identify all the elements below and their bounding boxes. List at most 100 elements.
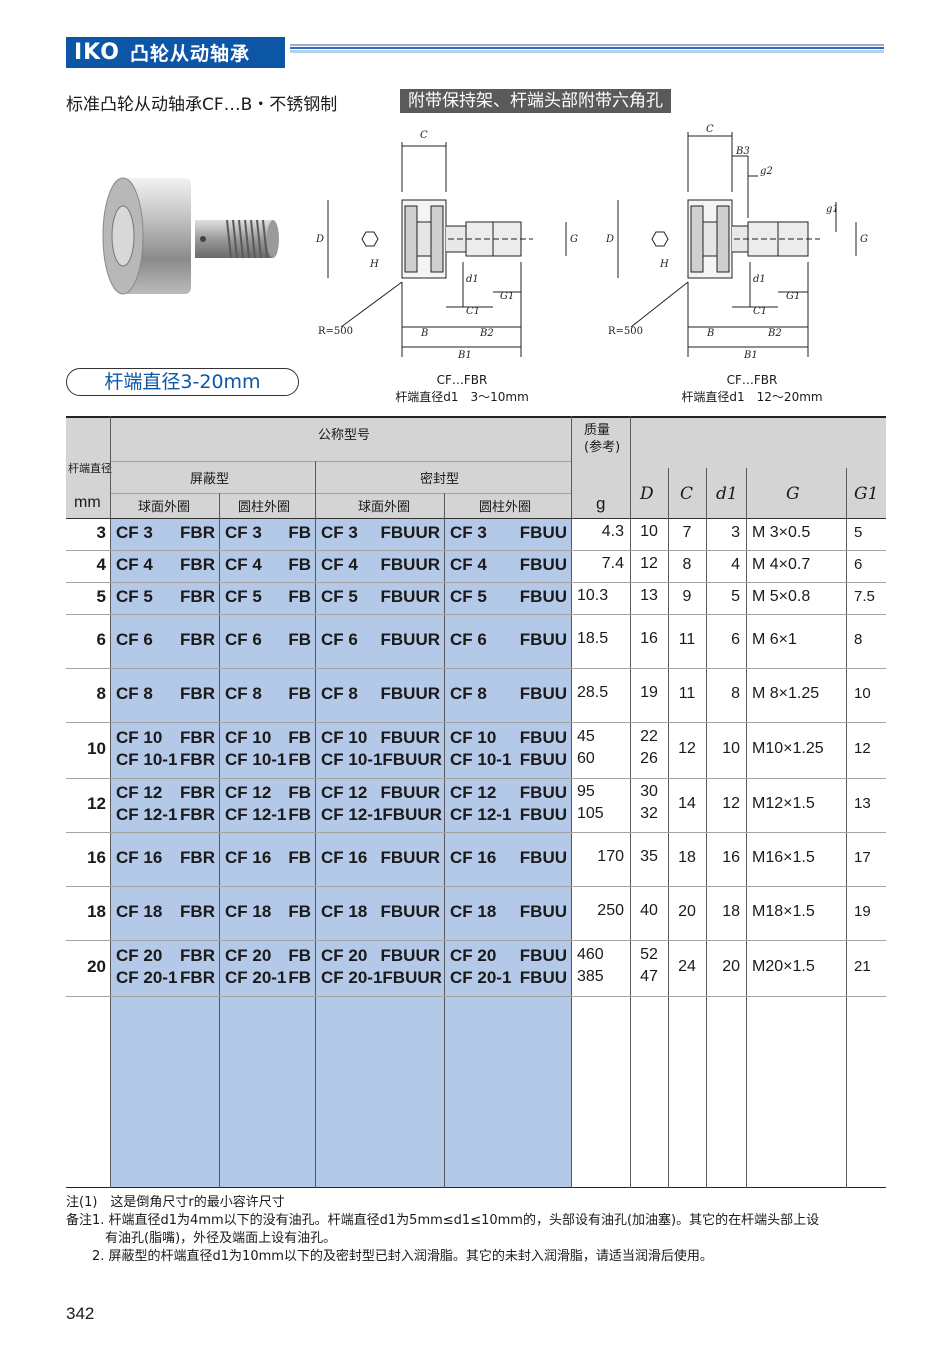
dim-r: R=500 <box>318 326 353 337</box>
header-sealed: 密封型 <box>420 472 460 487</box>
dim-C-value: 8 <box>682 556 692 573</box>
note-line: 注(1) 这是倒角尺寸r的最小容许尺寸 <box>66 1195 285 1210</box>
mass-value: 28.5 <box>577 684 609 701</box>
feature-tag: 附带保持架、杆端头部附带六角孔 <box>400 89 671 113</box>
dim-c1: C1 <box>753 306 767 317</box>
dim-G1-value: 19 <box>854 903 871 920</box>
mass-value: 7.4 <box>601 555 624 572</box>
dim-b2: B2 <box>767 328 782 339</box>
header-D: D <box>640 484 654 504</box>
thread-G-value: M18×1.5 <box>752 903 815 920</box>
dim-D-value: 32 <box>640 805 658 822</box>
dim-C-value: 24 <box>678 958 696 975</box>
header-g: g <box>596 494 606 513</box>
header-cylindrical-2: 圆柱外圈 <box>479 500 532 515</box>
row-stud-dia: 6 <box>96 630 106 649</box>
thread-G-value: M 5×0.8 <box>752 588 811 605</box>
row-stud-dia: 16 <box>87 848 106 867</box>
dim-c: C <box>420 130 428 141</box>
dim-b: B <box>706 328 714 339</box>
dim-b1: B1 <box>743 350 758 361</box>
row-stud-dia: 18 <box>87 902 106 921</box>
note-line: 备注1. 杆端直径d1为4mm以下的没有油孔。杆端直径d1为5mm≤d1≤10m… <box>66 1213 820 1228</box>
dim-d1-value: 4 <box>731 556 740 573</box>
iko-logo: IKO <box>74 40 120 65</box>
drawing-small-range: 杆端直径d1 3～10mm <box>395 390 529 404</box>
dim-g2: g2 <box>760 166 773 177</box>
dim-b: B <box>420 328 428 339</box>
dim-b1: B1 <box>457 350 472 361</box>
mass-value: 4.3 <box>601 523 624 540</box>
drawing-large-range: 杆端直径d1 12～20mm <box>681 390 823 404</box>
page-number: 342 <box>66 1304 95 1323</box>
header-C: C <box>680 484 694 504</box>
mass-value: 95 <box>577 783 595 800</box>
drawing-small-stud: C D H d1 G C1 G1 R=500 B B2 B1 <box>315 130 578 361</box>
dim-b2: B2 <box>479 328 494 339</box>
model-column-band <box>110 518 571 1188</box>
dim-g1: G1 <box>786 291 800 302</box>
thread-G-value: M16×1.5 <box>752 849 815 866</box>
mass-value: 105 <box>577 805 604 822</box>
thread-G-value: M20×1.5 <box>752 958 815 975</box>
dim-G1-value: 5 <box>854 524 863 541</box>
dim-D-value: 10 <box>640 523 658 540</box>
mass-value: 18.5 <box>577 630 609 647</box>
drawing-small-caption: CF…FBR 杆端直径d1 3～10mm <box>362 372 562 406</box>
header-cylindrical-1: 圆柱外圈 <box>238 500 291 515</box>
section-title: 凸轮从动轴承 <box>129 43 250 65</box>
header-d1: d1 <box>716 484 738 504</box>
header-shielded: 屏蔽型 <box>190 472 230 487</box>
header-G1: G1 <box>854 484 879 504</box>
dim-g1: G1 <box>500 291 514 302</box>
header-spherical-2: 球面外圈 <box>358 500 411 515</box>
mass-value: 385 <box>577 968 604 985</box>
row-stud-dia: 12 <box>87 794 106 813</box>
dim-d1-value: 20 <box>722 958 740 975</box>
dim-C-value: 7 <box>682 524 692 541</box>
row-stud-dia: 10 <box>87 739 106 758</box>
row-stud-dia: 5 <box>96 587 106 606</box>
dim-G1-value: 21 <box>854 958 871 975</box>
bearing-photo <box>102 177 279 295</box>
thread-G-value: M 8×1.25 <box>752 685 820 702</box>
row-stud-dia: 8 <box>96 684 106 703</box>
stud-range-label: 杆端直径3-20mm <box>66 368 299 396</box>
dim-d1-value: 16 <box>722 849 740 866</box>
dim-C-value: 18 <box>678 849 696 866</box>
dim-D-value: 35 <box>640 848 658 865</box>
dim-d1-value: 3 <box>731 524 740 541</box>
